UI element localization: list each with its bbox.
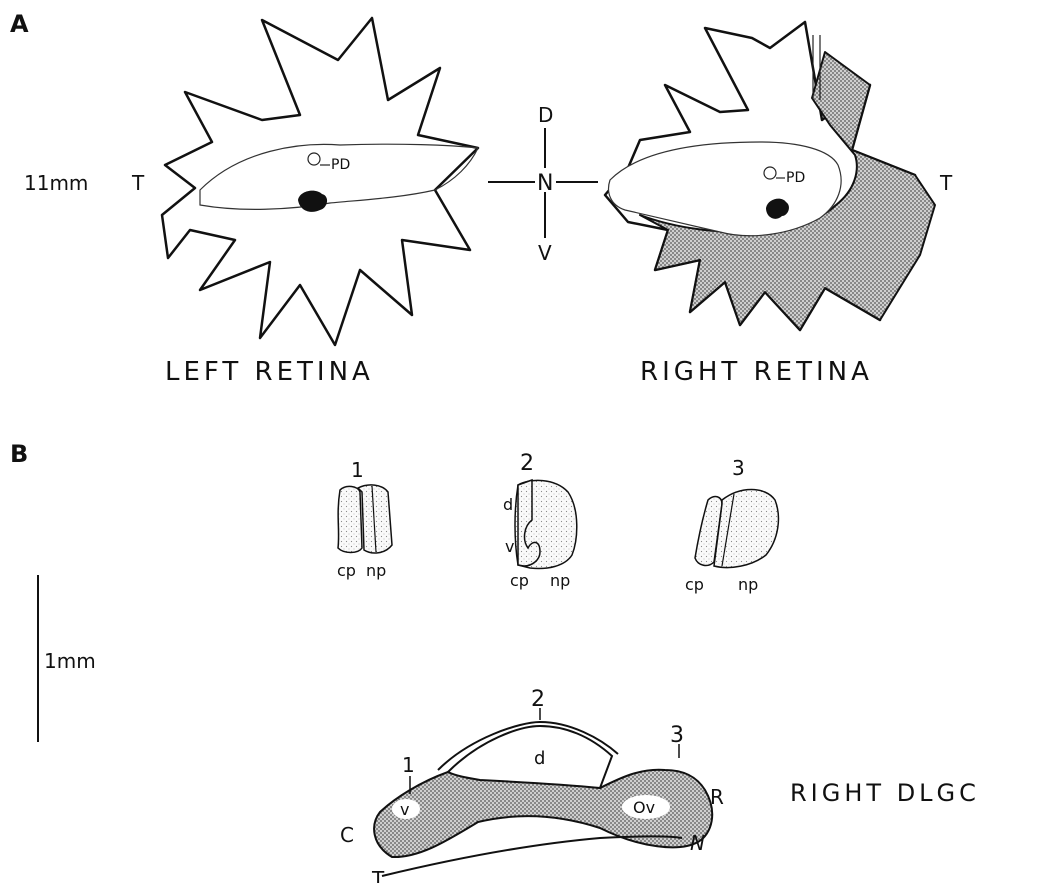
right-retina: PD T RIGHT RETINA	[605, 22, 953, 387]
section-3: 3 cp np	[685, 456, 778, 594]
section-3-number: 3	[732, 456, 745, 480]
compass-ventral: V	[538, 241, 552, 265]
left-retina-caption: LEFT RETINA	[165, 357, 374, 387]
compass-dorsal: D	[538, 103, 553, 127]
right-dlgc: 1 2 3 d v Ov C R T N RIGHT DLGC	[340, 687, 980, 883]
section-2-number: 2	[520, 451, 534, 476]
right-disc-label: PD	[786, 170, 805, 186]
dlgc-mark-3: 3	[670, 723, 684, 748]
section-1-cp-label: cp	[337, 561, 356, 580]
section-2-np-label: np	[550, 571, 570, 590]
dlgc-caudal-label: C	[340, 823, 354, 847]
panel-b-letter: B	[10, 440, 28, 468]
dlgc-caption: RIGHT DLGC	[790, 779, 980, 807]
dlgc-rostral-label: R	[710, 785, 724, 809]
dlgc-mark-1: 1	[402, 753, 415, 777]
scale-label-1mm: 1mm	[44, 649, 96, 673]
scale-label-11mm: 11mm	[24, 171, 88, 195]
dlgc-ventral-label-2: Ov	[633, 798, 655, 817]
section-1-cp-lamina	[338, 486, 362, 552]
right-temporal-label: T	[939, 171, 953, 195]
section-3-np-label: np	[738, 575, 758, 594]
dlgc-mark-2: 2	[531, 687, 545, 712]
section-1-np-label: np	[366, 561, 386, 580]
section-2-dorsal-label: d	[503, 495, 513, 514]
section-1-number: 1	[351, 458, 364, 482]
tract-end-label: N	[690, 831, 705, 855]
section-2: 2 d v cp np	[503, 451, 577, 590]
left-temporal-label: T	[131, 171, 145, 195]
section-1: 1 cp np	[337, 458, 392, 580]
panel-a-letter: A	[10, 10, 29, 38]
dlgc-dorsal-region	[448, 726, 612, 788]
dlgc-ventral-label: v	[400, 800, 409, 819]
orientation-compass: D N V	[488, 103, 598, 265]
right-retina-caption: RIGHT RETINA	[640, 357, 873, 387]
left-retina: PD T LEFT RETINA	[131, 18, 478, 387]
tract-start-label: T	[371, 867, 385, 883]
section-3-cp-label: cp	[685, 575, 704, 594]
compass-nasal: N	[537, 171, 553, 196]
section-2-cp-label: cp	[510, 571, 529, 590]
section-2-ventral-label: v	[505, 537, 514, 556]
dlgc-dorsal-label: d	[534, 748, 545, 769]
left-disc-label: PD	[331, 157, 350, 173]
